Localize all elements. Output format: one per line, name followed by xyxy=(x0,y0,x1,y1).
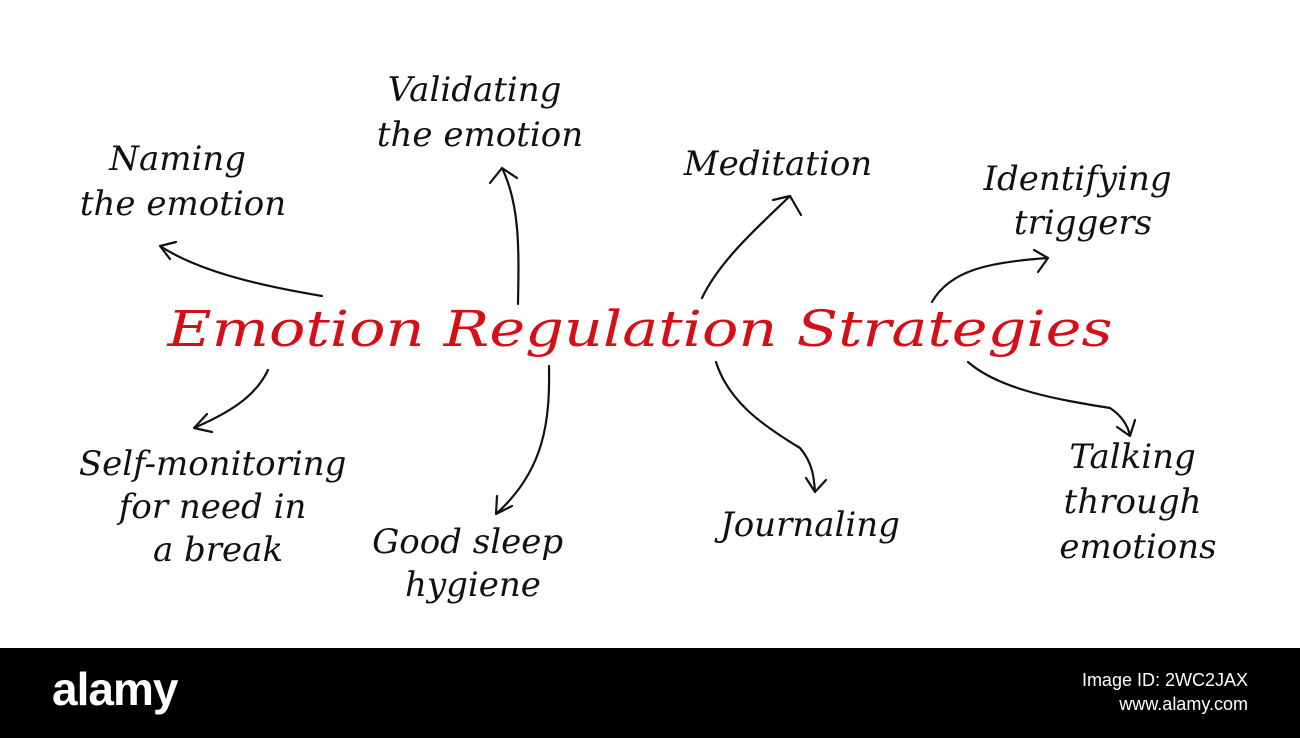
mind-map-diagram: Emotion Regulation Strategies Naming the… xyxy=(78,70,1217,605)
node-self-monitoring: Self-monitoring for need in a break xyxy=(79,444,357,570)
footer-image-info: Image ID: 2WC2JAX www.alamy.com xyxy=(1082,668,1248,717)
image-id-label: Image ID: 2WC2JAX xyxy=(1081,670,1248,690)
node-journaling: Journaling xyxy=(714,505,900,545)
arrow-to-sleep xyxy=(494,364,551,516)
diagram-title: Emotion Regulation Strategies xyxy=(166,300,1112,358)
node-talking-through-emotions: Talking through emotions xyxy=(1059,437,1216,567)
arrow-to-validating xyxy=(488,166,520,306)
node-meditation: Meditation xyxy=(683,144,872,184)
node-validating-the-emotion: Validating the emotion xyxy=(377,70,583,155)
site-url: www.alamy.com xyxy=(1119,694,1248,715)
arrow-to-meditation xyxy=(700,194,803,300)
alamy-logo: alamy xyxy=(52,663,178,715)
arrow-to-talking xyxy=(966,360,1137,438)
arrows xyxy=(158,166,1137,516)
stock-photo-footer: alamy Image ID: 2WC2JAX www.alamy.com xyxy=(0,648,1300,738)
node-identifying-triggers: Identifying triggers xyxy=(983,159,1183,243)
node-naming-the-emotion: Naming the emotion xyxy=(80,139,286,224)
arrow-to-selfmonitoring xyxy=(192,368,270,434)
arrow-to-triggers xyxy=(930,248,1050,304)
arrow-to-naming xyxy=(158,240,324,298)
node-good-sleep-hygiene: Good sleep hygiene xyxy=(372,522,574,605)
arrow-to-journaling xyxy=(714,360,828,494)
